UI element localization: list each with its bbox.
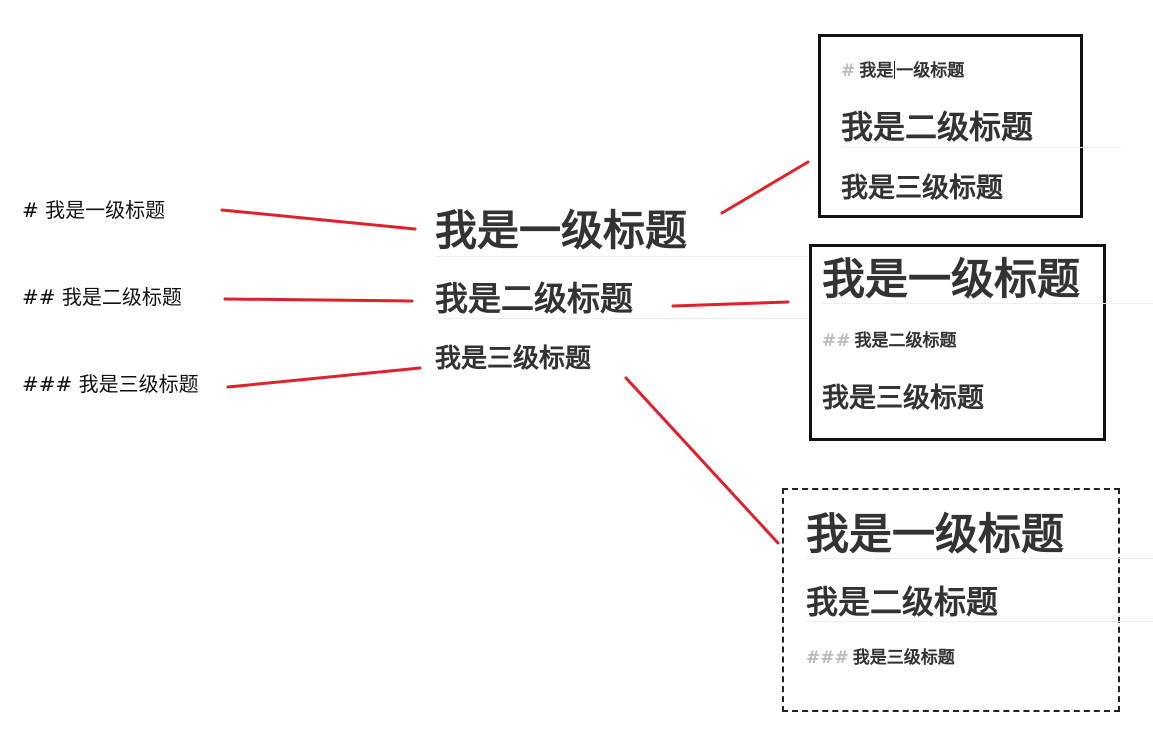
panel1-h1-line: #我是一级标题 [841,61,964,80]
source-h2-line: ## 我是二级标题 [22,285,182,309]
panel1-h1-text-a: 我是 [859,61,894,81]
panel-h3-editing: 我是一级标题 我是二级标题 ###我是三级标题 [782,488,1153,712]
panel3-h2: 我是二级标题 [806,583,999,621]
rendered-h2-underline [435,318,835,319]
panel1-h2-underline [841,147,1121,148]
source-h1-line: # 我是一级标题 [22,198,166,222]
panel2-h1-underline [822,303,1153,304]
rendered-h3: 我是三级标题 [435,344,592,374]
panel2-h2-line: ##我是二级标题 [822,333,957,350]
connector-source-h2 [223,297,414,303]
rendered-h1-underline [435,256,835,257]
panel3-h1-underline [806,558,1153,559]
panel1-h3: 我是三级标题 [841,173,1003,204]
panel1-h1-text-b: 一级标题 [896,61,965,81]
panel2-h2-text: 我是二级标题 [854,331,957,351]
source-h3-line: ### 我是三级标题 [22,372,199,396]
panel2-h3: 我是三级标题 [822,383,984,414]
panel1-h2: 我是二级标题 [841,108,1034,146]
panel-h1-editing: #我是一级标题 我是二级标题 我是三级标题 [818,34,1121,218]
connector-source-h3 [226,366,422,389]
panel-h2-editing: 我是一级标题 ##我是二级标题 我是三级标题 [809,244,1153,441]
connector-h3-to-panel [624,376,780,545]
panel3-h2-underline [806,621,1153,622]
connector-h2-to-panel [671,300,790,308]
connector-h1-to-panel [720,160,810,215]
panel3-h3-line: ###我是三级标题 [806,650,955,667]
rendered-h2: 我是二级标题 [435,279,633,318]
h2-markdown-mark: ## [822,331,851,351]
rendered-h1: 我是一级标题 [435,206,688,255]
panel3-h1: 我是一级标题 [806,510,1064,560]
h1-markdown-mark: # [841,61,856,81]
panel3-h3-text: 我是三级标题 [852,648,955,668]
panel2-h1: 我是一级标题 [822,255,1080,305]
connector-source-h1 [220,208,417,231]
text-cursor [894,61,896,79]
h3-markdown-mark: ### [806,648,849,668]
